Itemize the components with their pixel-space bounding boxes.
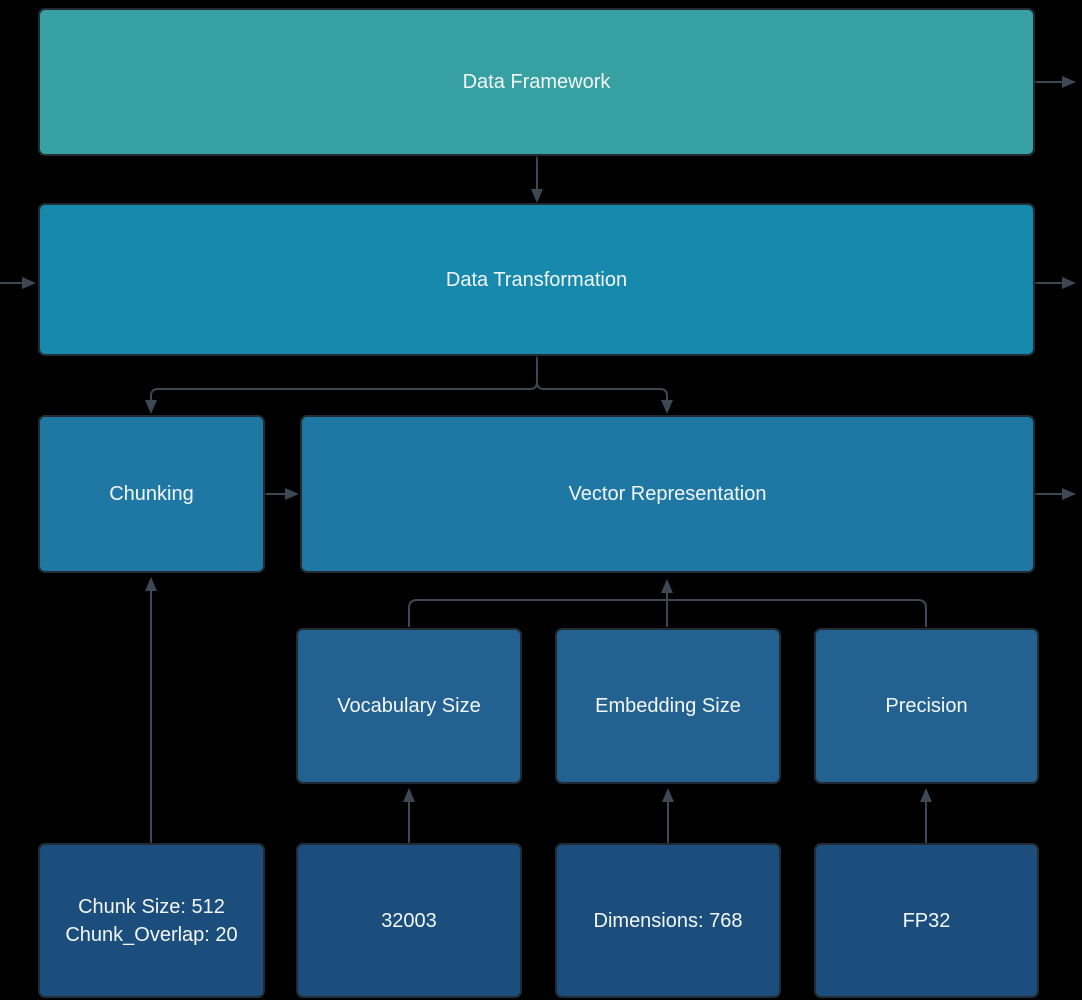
- node-precision-value: FP32: [814, 843, 1039, 998]
- node-vocabulary-value-label: 32003: [381, 909, 437, 932]
- node-embedding-size-label: Embedding Size: [595, 695, 741, 717]
- node-dimensions-value-label: Dimensions: 768: [593, 909, 743, 932]
- node-embedding-size: Embedding Size: [555, 628, 781, 784]
- node-vocabulary-size-label: Vocabulary Size: [337, 695, 481, 717]
- node-chunking: Chunking: [38, 415, 265, 573]
- node-vocabulary-value: 32003: [296, 843, 522, 998]
- node-data-transformation-label: Data Transformation: [445, 268, 628, 291]
- node-dimensions-value: Dimensions: 768: [555, 843, 781, 998]
- node-precision-value-label: FP32: [902, 909, 951, 932]
- edge-transformation-to-vector: [536, 381, 673, 414]
- node-vocabulary-size: Vocabulary Size: [296, 628, 522, 784]
- node-data-framework: Data Framework: [38, 8, 1035, 156]
- edge-transformation-to-chunking: [145, 356, 538, 414]
- node-precision-label: Precision: [885, 695, 968, 717]
- node-chunking-label: Chunking: [109, 483, 194, 505]
- node-data-framework-label: Data Framework: [462, 71, 611, 93]
- node-data-transformation: Data Transformation: [38, 203, 1035, 356]
- node-precision: Precision: [814, 628, 1039, 784]
- node-chunk-parameters-label: Chunk Size: 512 Chunk_Overlap: 20: [65, 895, 238, 946]
- node-vector-representation: Vector Representation: [300, 415, 1035, 573]
- node-vector-representation-label: Vector Representation: [568, 483, 767, 505]
- node-chunk-parameters: Chunk Size: 512 Chunk_Overlap: 20: [38, 843, 265, 998]
